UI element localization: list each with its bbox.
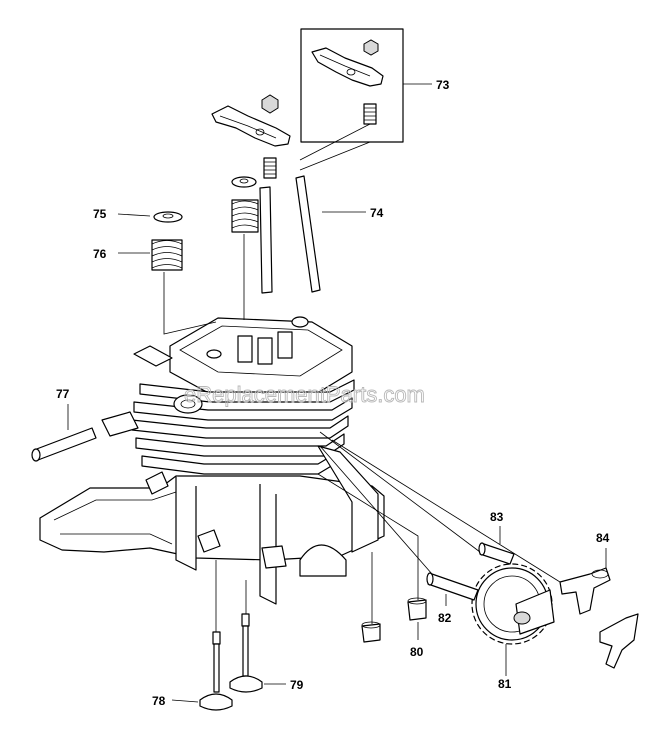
callout-82: 82 xyxy=(438,611,452,625)
callout-81: 81 xyxy=(498,677,512,691)
valve-spring-upper xyxy=(231,199,259,233)
callout-76: 76 xyxy=(93,247,107,261)
callout-74: 74 xyxy=(370,206,384,220)
callout-73: 73 xyxy=(436,78,450,92)
tappet-lever-84 xyxy=(559,567,639,669)
crankcase xyxy=(39,445,385,605)
valve-guide-80 xyxy=(361,597,427,643)
callout-83: 83 xyxy=(490,510,504,524)
callout-77: 77 xyxy=(56,387,70,401)
callout-80: 80 xyxy=(410,645,424,659)
cam-gear-81 xyxy=(471,563,555,645)
callout-78: 78 xyxy=(152,694,166,708)
callout-84: 84 xyxy=(596,531,610,545)
pin-82 xyxy=(426,572,479,601)
valve-spring-76 xyxy=(151,239,183,271)
leader-lines xyxy=(67,83,607,703)
callout-75: 75 xyxy=(93,207,107,221)
rocker-arm-upper xyxy=(211,94,291,188)
valve-78 xyxy=(199,631,233,711)
push-rods xyxy=(259,175,321,294)
valve-79 xyxy=(229,613,263,693)
callout-79: 79 xyxy=(290,678,304,692)
pin-83 xyxy=(478,542,515,565)
rocker-arm-inset xyxy=(300,28,404,143)
spring-retainer-75 xyxy=(153,211,183,223)
watermark-text: eReplacementParts.com xyxy=(184,382,425,407)
cylinder-assembly xyxy=(101,316,355,475)
pin-77 xyxy=(31,427,97,462)
